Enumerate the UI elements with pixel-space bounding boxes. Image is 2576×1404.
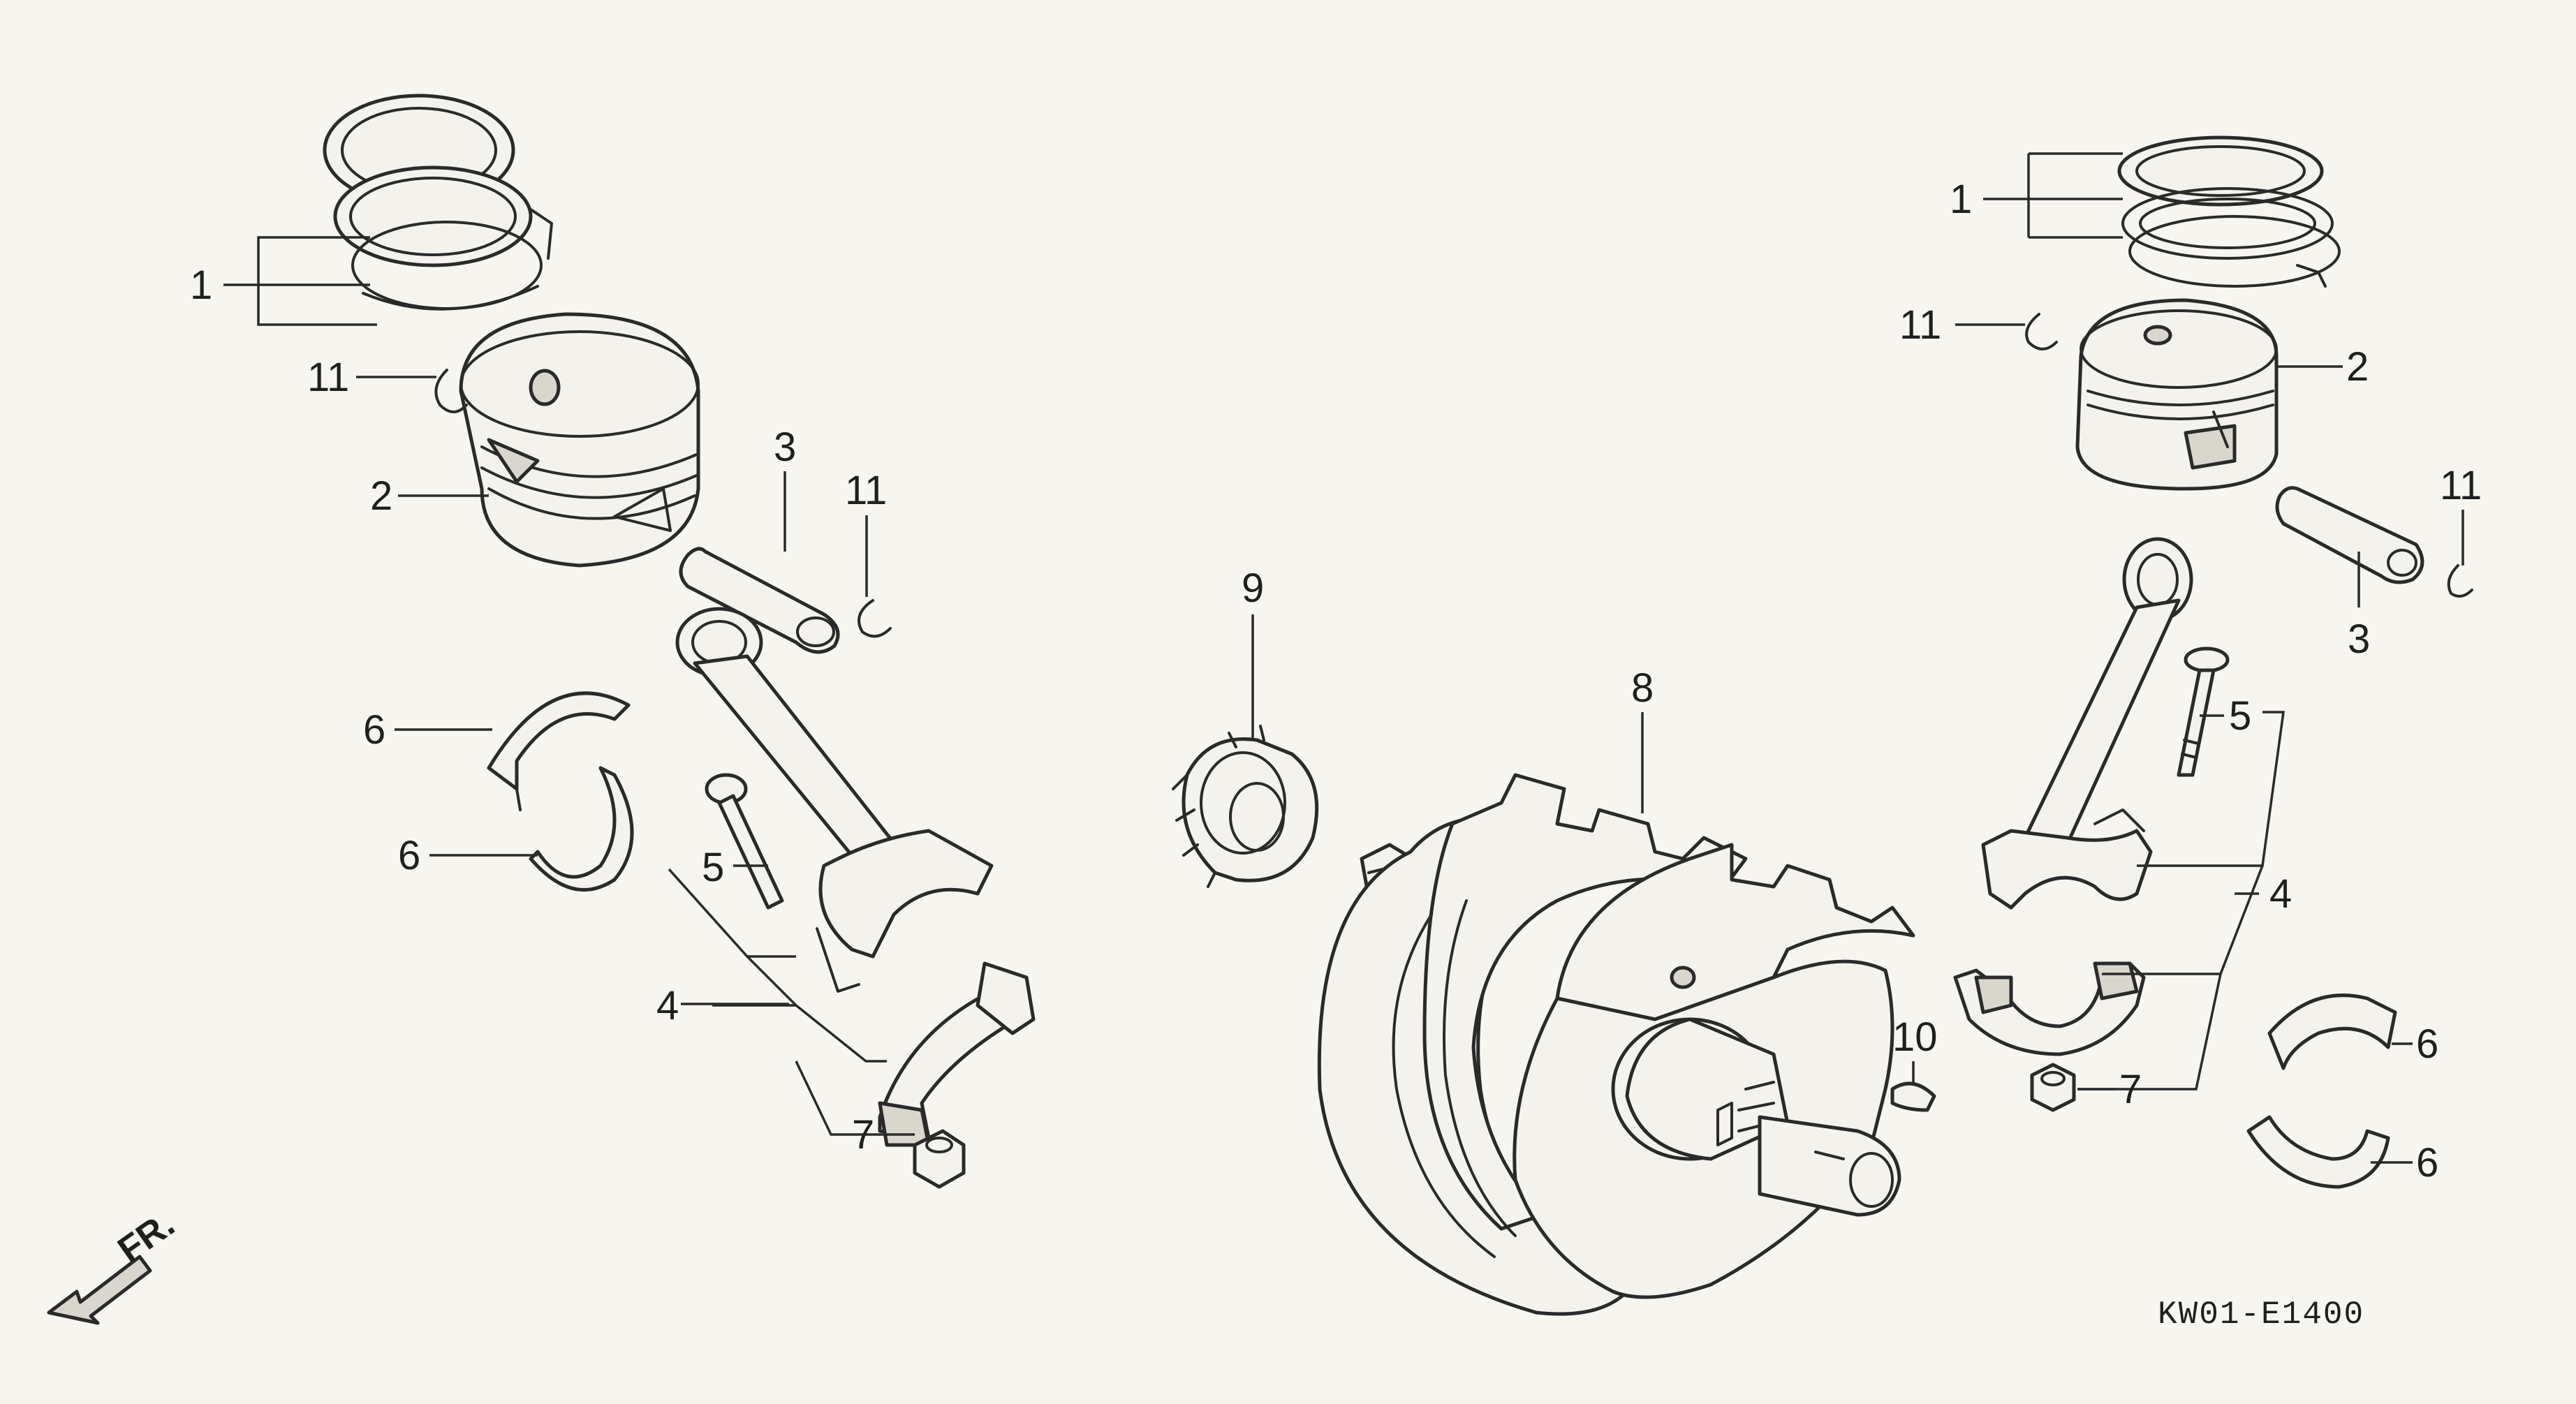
leader-1-right bbox=[1983, 152, 2123, 239]
rod-cap-left bbox=[878, 961, 1036, 1147]
piston-pin-left bbox=[679, 547, 840, 654]
piston-right bbox=[2075, 298, 2279, 491]
callout-6-right-upper: 6 bbox=[2416, 1021, 2438, 1067]
diagram-code: KW01-E1400 bbox=[2158, 1296, 2364, 1333]
callout-5-left: 5 bbox=[702, 845, 724, 890]
callout-11-right-lower: 11 bbox=[2440, 463, 2482, 508]
leader-7-left bbox=[795, 1061, 915, 1136]
bearing-left-upper bbox=[487, 691, 631, 811]
callout-8: 8 bbox=[1631, 665, 1654, 711]
callout-2-right: 2 bbox=[2346, 344, 2369, 390]
callout-1-right: 1 bbox=[1950, 177, 1972, 222]
rod-nut-right bbox=[2030, 1063, 2076, 1112]
rod-cap-right bbox=[1953, 961, 2146, 1056]
front-label: FR. bbox=[111, 1204, 182, 1271]
circlip-right-upper bbox=[2025, 313, 2058, 350]
piston-pin-right bbox=[2275, 486, 2424, 584]
crankshaft bbox=[1317, 773, 1915, 1316]
callout-2-left: 2 bbox=[370, 473, 392, 519]
circlip-left-lower bbox=[858, 599, 892, 638]
callout-5-right: 5 bbox=[2229, 693, 2251, 739]
front-direction-arrow bbox=[47, 1255, 152, 1325]
callout-3-right: 3 bbox=[2348, 616, 2370, 662]
woodruff-key bbox=[1890, 1081, 1936, 1112]
callout-4-left: 4 bbox=[656, 983, 679, 1028]
rod-nut-left bbox=[913, 1129, 966, 1189]
callout-6-left-lower: 6 bbox=[398, 833, 420, 878]
callout-9: 9 bbox=[1242, 566, 1264, 611]
piston-rings-right bbox=[2117, 135, 2341, 288]
leader-1-left bbox=[223, 236, 377, 326]
callout-11-right-upper: 11 bbox=[1899, 302, 1941, 348]
callout-4-right: 4 bbox=[2269, 871, 2292, 917]
callout-10: 10 bbox=[1892, 1014, 1938, 1060]
callout-7-left: 7 bbox=[852, 1112, 874, 1158]
callout-6-left-upper: 6 bbox=[363, 707, 385, 753]
rod-bolt-right bbox=[2177, 646, 2230, 777]
callout-11-left-lower: 11 bbox=[845, 468, 887, 513]
callout-7-right: 7 bbox=[2119, 1067, 2142, 1112]
callout-1-left: 1 bbox=[190, 263, 212, 308]
circlip-left-upper bbox=[434, 369, 468, 413]
primary-drive-gear bbox=[1172, 725, 1319, 888]
circlip-right-lower bbox=[2447, 564, 2473, 598]
connecting-rod-right bbox=[1981, 537, 2193, 910]
callout-6-right-lower: 6 bbox=[2416, 1140, 2438, 1185]
bearing-right-lower bbox=[2246, 1115, 2390, 1189]
bearing-right-upper bbox=[2267, 993, 2397, 1070]
piston-left bbox=[459, 312, 700, 568]
callout-3-left: 3 bbox=[774, 424, 796, 470]
leader-4-left bbox=[668, 868, 887, 1063]
callout-11-left-upper: 11 bbox=[307, 355, 349, 400]
bearing-left-lower bbox=[529, 766, 634, 892]
piston-rings-left bbox=[323, 94, 553, 311]
connecting-rod-left bbox=[675, 607, 994, 993]
leader-4-right bbox=[2077, 711, 2286, 1091]
